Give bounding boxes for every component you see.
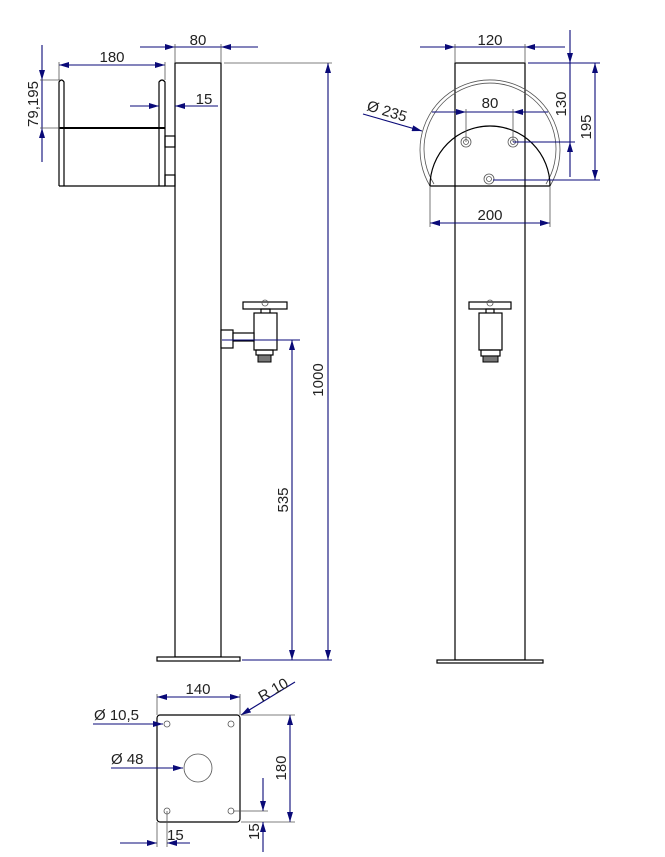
post-side bbox=[174, 62, 222, 658]
dim-label: Ø 48 bbox=[111, 751, 144, 768]
dim-post-width: 80 bbox=[140, 32, 258, 63]
base-plate-view: 140 R 10 Ø 10,5 Ø 48 180 15 bbox=[93, 675, 296, 852]
dim-label: 130 bbox=[553, 91, 570, 116]
dim-label: 80 bbox=[482, 95, 499, 112]
dim-label: R 10 bbox=[256, 675, 292, 706]
dim-label: 535 bbox=[275, 487, 292, 512]
dim-bracket-width: 180 bbox=[58, 49, 166, 80]
center-hole bbox=[183, 753, 213, 783]
mount-hole bbox=[163, 720, 171, 728]
base-plate-side bbox=[156, 656, 241, 662]
dim-post-width-front: 120 bbox=[420, 32, 565, 63]
dim-label: 180 bbox=[99, 49, 124, 66]
mount-hole bbox=[227, 720, 235, 728]
dim-label: 140 bbox=[185, 681, 210, 698]
dim-tap-height: 535 bbox=[222, 339, 300, 660]
dim-label: 15 bbox=[167, 827, 184, 844]
dim-label: 120 bbox=[477, 32, 502, 49]
dim-label: 180 bbox=[273, 755, 290, 780]
tap-front bbox=[468, 299, 512, 363]
dim-label: 79,195 bbox=[25, 81, 42, 127]
dim-hole-depth: 130 bbox=[513, 30, 575, 177]
dim-hole-spacing: 80 bbox=[432, 95, 548, 142]
dim-label: Ø 10,5 bbox=[94, 707, 139, 724]
dim-edge-offset-x: 15 bbox=[120, 811, 190, 847]
dim-bracket-height: 79,195 bbox=[25, 45, 60, 162]
dim-label: 15 bbox=[196, 91, 213, 108]
dim-label: 80 bbox=[190, 32, 207, 49]
dim-label: Ø 235 bbox=[365, 98, 409, 126]
front-view: 120 Ø 235 80 130 195 bbox=[362, 30, 600, 664]
dim-corner-radius: R 10 bbox=[240, 675, 296, 716]
dim-plate-width: 140 bbox=[156, 681, 241, 715]
dim-arc-diameter: Ø 235 bbox=[362, 98, 423, 132]
dim-edge-offset-y: 15 bbox=[233, 778, 268, 852]
bracket bbox=[58, 79, 176, 187]
dim-label: 195 bbox=[578, 114, 595, 139]
dim-label: 15 bbox=[246, 823, 263, 840]
dim-base-width: 200 bbox=[429, 186, 551, 227]
dim-hole-diameter: Ø 10,5 bbox=[93, 707, 163, 727]
dim-bracket-offset: 15 bbox=[130, 91, 218, 109]
dim-label: 1000 bbox=[310, 363, 327, 396]
dim-total-height: 1000 bbox=[224, 62, 332, 661]
tap-side bbox=[220, 299, 288, 363]
dim-label: 200 bbox=[477, 207, 502, 224]
dim-plate-height: 180 bbox=[241, 714, 295, 823]
dim-center-hole-diameter: Ø 48 bbox=[111, 751, 183, 771]
base-plate-front bbox=[436, 659, 544, 664]
dim-arc-depth: 195 bbox=[493, 62, 600, 181]
side-view: 80 180 79,195 15 1000 bbox=[25, 32, 332, 662]
